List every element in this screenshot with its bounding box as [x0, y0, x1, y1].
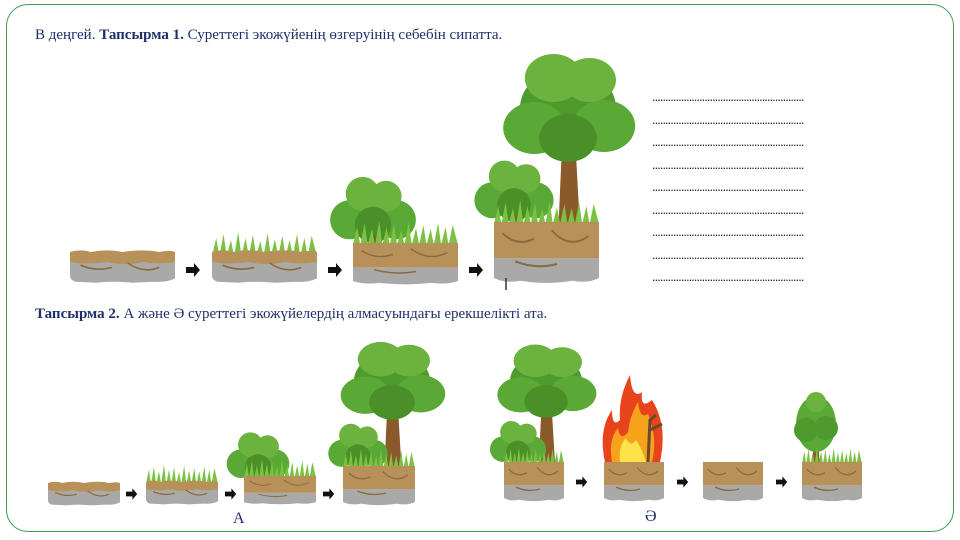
arrow-icon — [225, 488, 237, 500]
answer-line[interactable]: ........................................… — [652, 246, 805, 262]
arrow-icon — [576, 476, 588, 488]
answer-line[interactable]: ........................................… — [652, 89, 805, 104]
task-2-title: Тапсырма 2. — [35, 306, 120, 322]
arrow-icon — [677, 476, 689, 488]
task-2-heading: Тапсырма 2. А және Ә суреттегі экожүйеле… — [35, 306, 547, 323]
task-1-heading: В деңгей. Тапсырма 1. Суреттегі экожүйен… — [35, 27, 502, 44]
arrow-icon — [126, 488, 138, 500]
task-1-title: Тапсырма 1. — [99, 27, 184, 43]
caption-ae: Ә — [645, 508, 657, 525]
arrow-icon — [776, 476, 788, 488]
sequence-a — [47, 342, 445, 506]
stage-grass — [211, 232, 318, 284]
task-2-text: А және Ә суреттегі экожүйелердің алмасуы… — [123, 306, 548, 322]
stage-forest — [474, 54, 635, 290]
fire-icon — [602, 375, 663, 463]
caption-a: А — [233, 510, 245, 527]
answer-line[interactable]: ........................................… — [652, 179, 805, 194]
answer-line[interactable]: ........................................… — [652, 269, 805, 284]
task-1-level: В деңгей. — [35, 27, 96, 43]
arrow-icon — [186, 263, 200, 277]
arrow-icon — [323, 488, 335, 500]
answer-line[interactable]: ........................................… — [652, 201, 805, 217]
stage-shrub — [330, 176, 459, 286]
sequence-ae — [489, 344, 863, 502]
stage-bare-rock — [69, 249, 176, 284]
arrow-icon — [328, 263, 342, 277]
answer-line[interactable]: ........................................… — [652, 156, 805, 172]
answer-line[interactable]: ........................................… — [652, 111, 805, 127]
answer-line[interactable]: ........................................… — [652, 224, 805, 239]
arrow-icon — [469, 263, 483, 277]
answer-lines: ........................................… — [652, 89, 914, 292]
answer-line[interactable]: ........................................… — [652, 134, 805, 149]
task-1-text: Суреттегі экожүйенің өзгеруінің себебін … — [187, 27, 503, 43]
